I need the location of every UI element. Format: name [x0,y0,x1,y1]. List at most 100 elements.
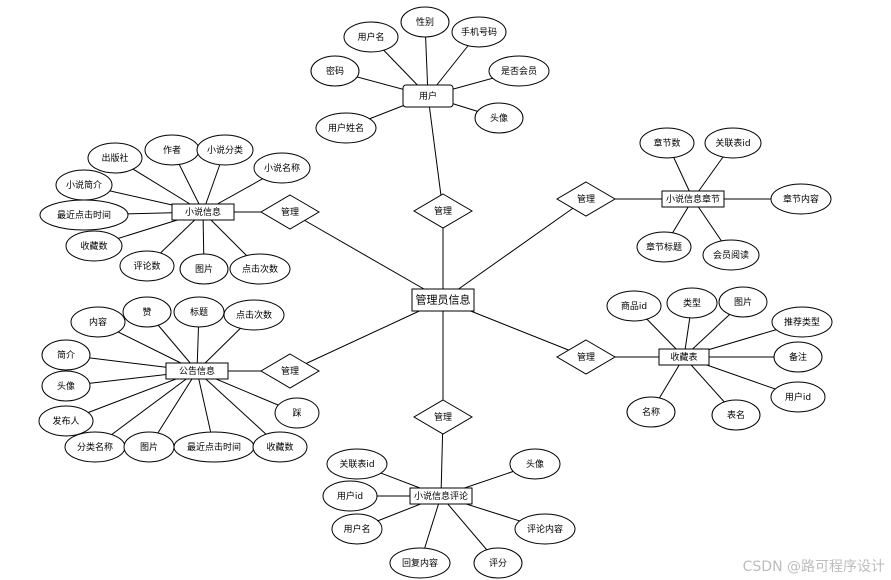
attribute-ellipse [274,397,320,429]
entity-favorite-label: 收藏表 [670,351,697,363]
attribute-label: 用户姓名 [328,122,364,134]
entity-user-box [402,84,454,108]
attribute-ellipse [310,55,360,87]
attribute-node: 性别 [400,6,450,38]
entity-novel-box [171,203,235,221]
attribute-label: 点击次数 [242,263,278,275]
attribute-ellipse [770,381,826,413]
attribute-ellipse [331,513,383,545]
attribute-label: 评论内容 [527,523,563,535]
relationship-label: 管理 [577,351,595,363]
attribute-ellipse [65,230,123,262]
attribute-ellipse [389,547,451,579]
relationship-label: 管理 [281,206,299,218]
connector-line [289,299,444,372]
entity-favorite-box [658,348,710,366]
relationship-shape [556,181,616,217]
attribute-ellipse [639,127,695,159]
attribute-ellipse [702,239,760,271]
relationship-diamond: 管理 [413,193,473,229]
attribute-node: 发布人 [38,405,94,437]
attribute-label: 图片 [734,296,752,308]
attribute-node: 图片 [179,253,229,285]
entity-novel: 小说信息 [171,203,235,221]
attribute-ellipse [41,339,91,371]
attribute-ellipse [326,448,388,480]
attribute-label: 关联表id [715,137,750,149]
entity-admin-label: 管理员信息 [416,293,471,307]
attribute-node: 用户id [322,480,378,512]
attribute-label: 评分 [489,558,507,569]
attribute-node: 用户名 [343,21,399,53]
attribute-node: 收藏数 [65,230,123,262]
entity-notice-label: 公告信息 [179,365,215,377]
entity-notice-box [165,362,229,380]
attribute-ellipse [704,127,762,159]
attribute-node: 头像 [509,448,561,480]
attribute-ellipse [39,199,129,231]
attribute-ellipse [38,405,94,437]
attribute-ellipse [322,480,378,512]
attribute-label: 收藏数 [80,240,107,252]
attribute-node: 用户名 [331,513,383,545]
attribute-ellipse [773,341,823,373]
entity-admin-box [411,288,475,312]
relationship-shape [260,353,320,389]
attribute-node: 章节标题 [636,231,692,263]
attribute-label: 用户名 [357,31,384,43]
attribute-ellipse [509,448,561,480]
relationship-diamond: 管理 [260,353,320,389]
attribute-ellipse [771,306,833,338]
attribute-ellipse [87,142,143,174]
attribute-label: 表名 [727,409,745,421]
entity-notice: 公告信息 [165,362,229,380]
attribute-label: 头像 [526,458,544,470]
attribute-node: 手机号码 [451,16,507,48]
entity-chapter: 小说信息章节 [661,190,725,208]
attribute-ellipse [473,547,523,579]
attribute-node: 评分 [473,547,523,579]
attribute-node: 章节数 [639,127,695,159]
relationship-shape [260,194,320,230]
attribute-ellipse [196,134,254,166]
attribute-ellipse [636,231,692,263]
attribute-node: 章节内容 [770,183,832,215]
attribute-node: 备注 [773,341,823,373]
attribute-ellipse [718,286,768,318]
attribute-node: 推荐类型 [771,306,833,338]
watermark: CSDN @路可程序设计 [742,559,885,575]
attribute-label: 密码 [326,65,344,77]
attribute-node: 商品id [606,290,662,322]
relationship-diamond: 管理 [260,194,320,230]
attribute-node: 小说简介 [55,169,113,201]
attribute-ellipse [41,370,91,402]
entity-novel-label: 小说信息 [185,206,221,218]
entity-comment-box [409,487,473,505]
attribute-ellipse [252,431,308,463]
attribute-node: 收藏数 [252,431,308,463]
attribute-label: 收藏数 [266,441,293,453]
attribute-node: 头像 [41,370,91,402]
attribute-label: 出版社 [101,152,128,164]
attribute-label: 手机号码 [461,26,497,38]
attribute-ellipse [770,183,832,215]
relationship-label: 管理 [434,205,452,217]
attribute-label: 会员阅读 [713,249,749,261]
entity-chapter-label: 小说信息章节 [666,193,720,205]
attribute-node: 名称 [626,396,676,428]
attribute-ellipse [606,290,662,322]
attribute-label: 章节标题 [646,241,682,253]
attribute-ellipse [223,299,285,331]
attribute-ellipse [70,306,126,338]
attribute-node: 图片 [123,431,175,463]
attribute-node: 会员阅读 [702,239,760,271]
attribute-ellipse [474,102,524,134]
relationship-shape [556,339,616,375]
attribute-label: 发布人 [52,415,79,427]
attribute-label: 是否会员 [501,65,537,77]
connector-line [289,211,444,301]
attribute-ellipse [514,513,576,545]
attribute-label: 名称 [642,406,660,418]
attribute-ellipse [173,296,225,328]
attribute-ellipse [253,152,311,184]
